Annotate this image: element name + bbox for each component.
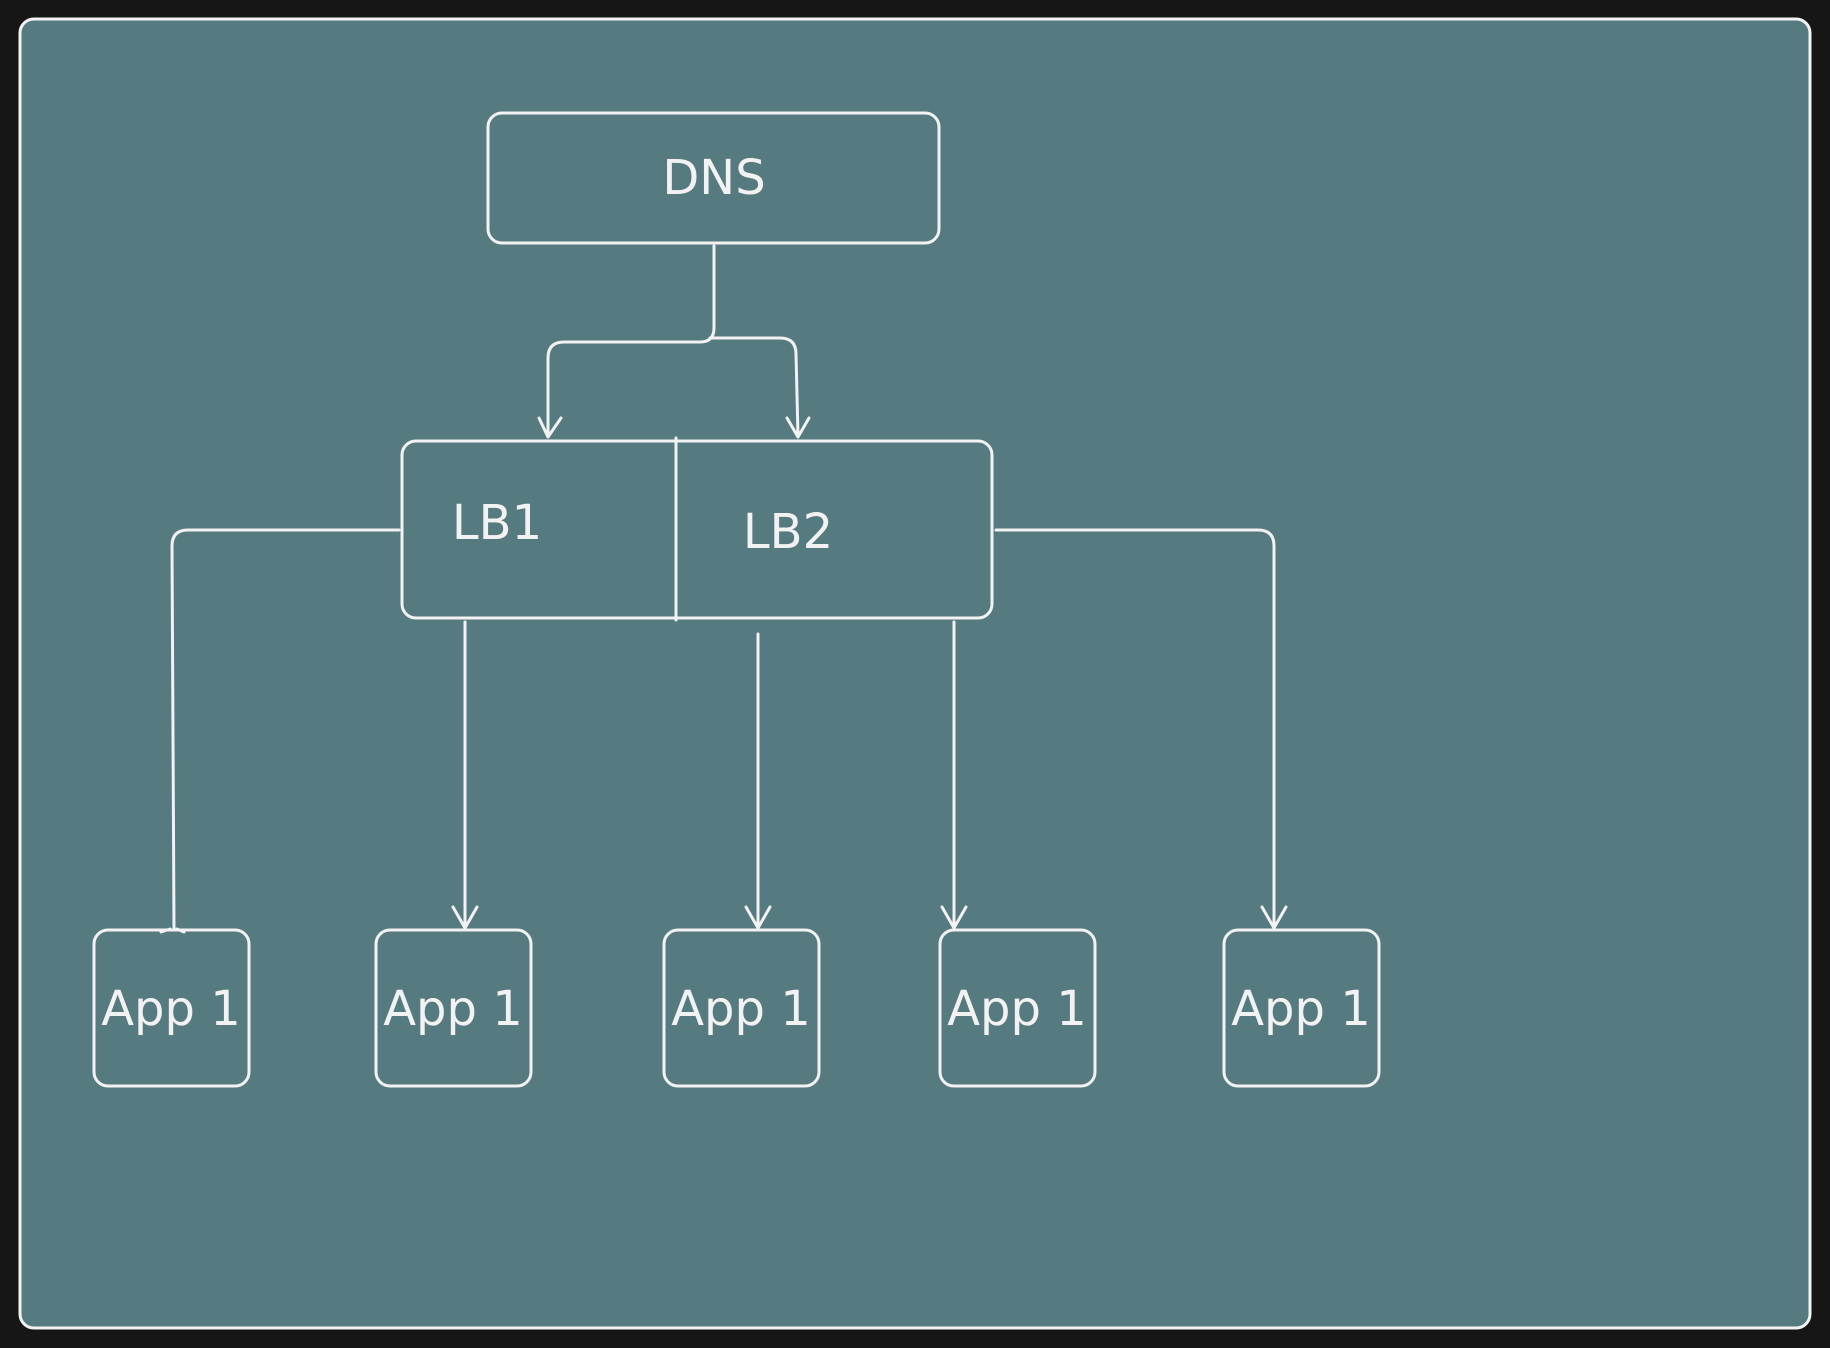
- dns-label: DNS: [662, 150, 765, 206]
- dns-node[interactable]: DNS: [486, 111, 941, 245]
- app-node[interactable]: App 1: [1222, 928, 1381, 1088]
- load-balancer-box: [400, 439, 994, 620]
- app-label: App 1: [947, 981, 1087, 1037]
- app-box: [1222, 928, 1381, 1088]
- arrowhead-dns-to-lb1: [537, 416, 563, 439]
- app-label: App 1: [101, 981, 241, 1037]
- lb2-label: LB2: [743, 504, 833, 560]
- arrowhead-lb1-to-app-1: [159, 927, 186, 934]
- app-node[interactable]: App 1: [374, 928, 533, 1088]
- app-node[interactable]: App 1: [938, 928, 1097, 1088]
- arrowhead-lb2-to-app-3: [744, 905, 772, 930]
- app-box: [374, 928, 533, 1088]
- connector-lb1-to-app-1: [170, 528, 401, 930]
- app-box: [92, 928, 251, 1088]
- arrowhead-dns-to-lb2: [785, 416, 811, 439]
- diagram-canvas: [18, 17, 1812, 1330]
- arrowhead-lb1-to-app-2: [451, 905, 479, 930]
- connector-dns-to-lb1: [546, 244, 716, 438]
- app-label: App 1: [1231, 981, 1371, 1037]
- connector-dns-to-lb2: [708, 336, 800, 438]
- app-label: App 1: [671, 981, 811, 1037]
- load-balancer-group[interactable]: LB1 LB2: [400, 436, 994, 622]
- app-box: [662, 928, 821, 1088]
- app-label: App 1: [383, 981, 523, 1037]
- lb1-label: LB1: [452, 495, 542, 551]
- arrowhead-lb2-to-app-4: [940, 905, 968, 930]
- connector-lb2-to-app-5: [994, 528, 1276, 930]
- app-box: [938, 928, 1097, 1088]
- dns-box: [486, 111, 941, 245]
- arrowhead-lb2-to-app-5: [1260, 905, 1288, 930]
- app-node[interactable]: App 1: [662, 928, 821, 1088]
- app-node[interactable]: App 1: [92, 928, 251, 1088]
